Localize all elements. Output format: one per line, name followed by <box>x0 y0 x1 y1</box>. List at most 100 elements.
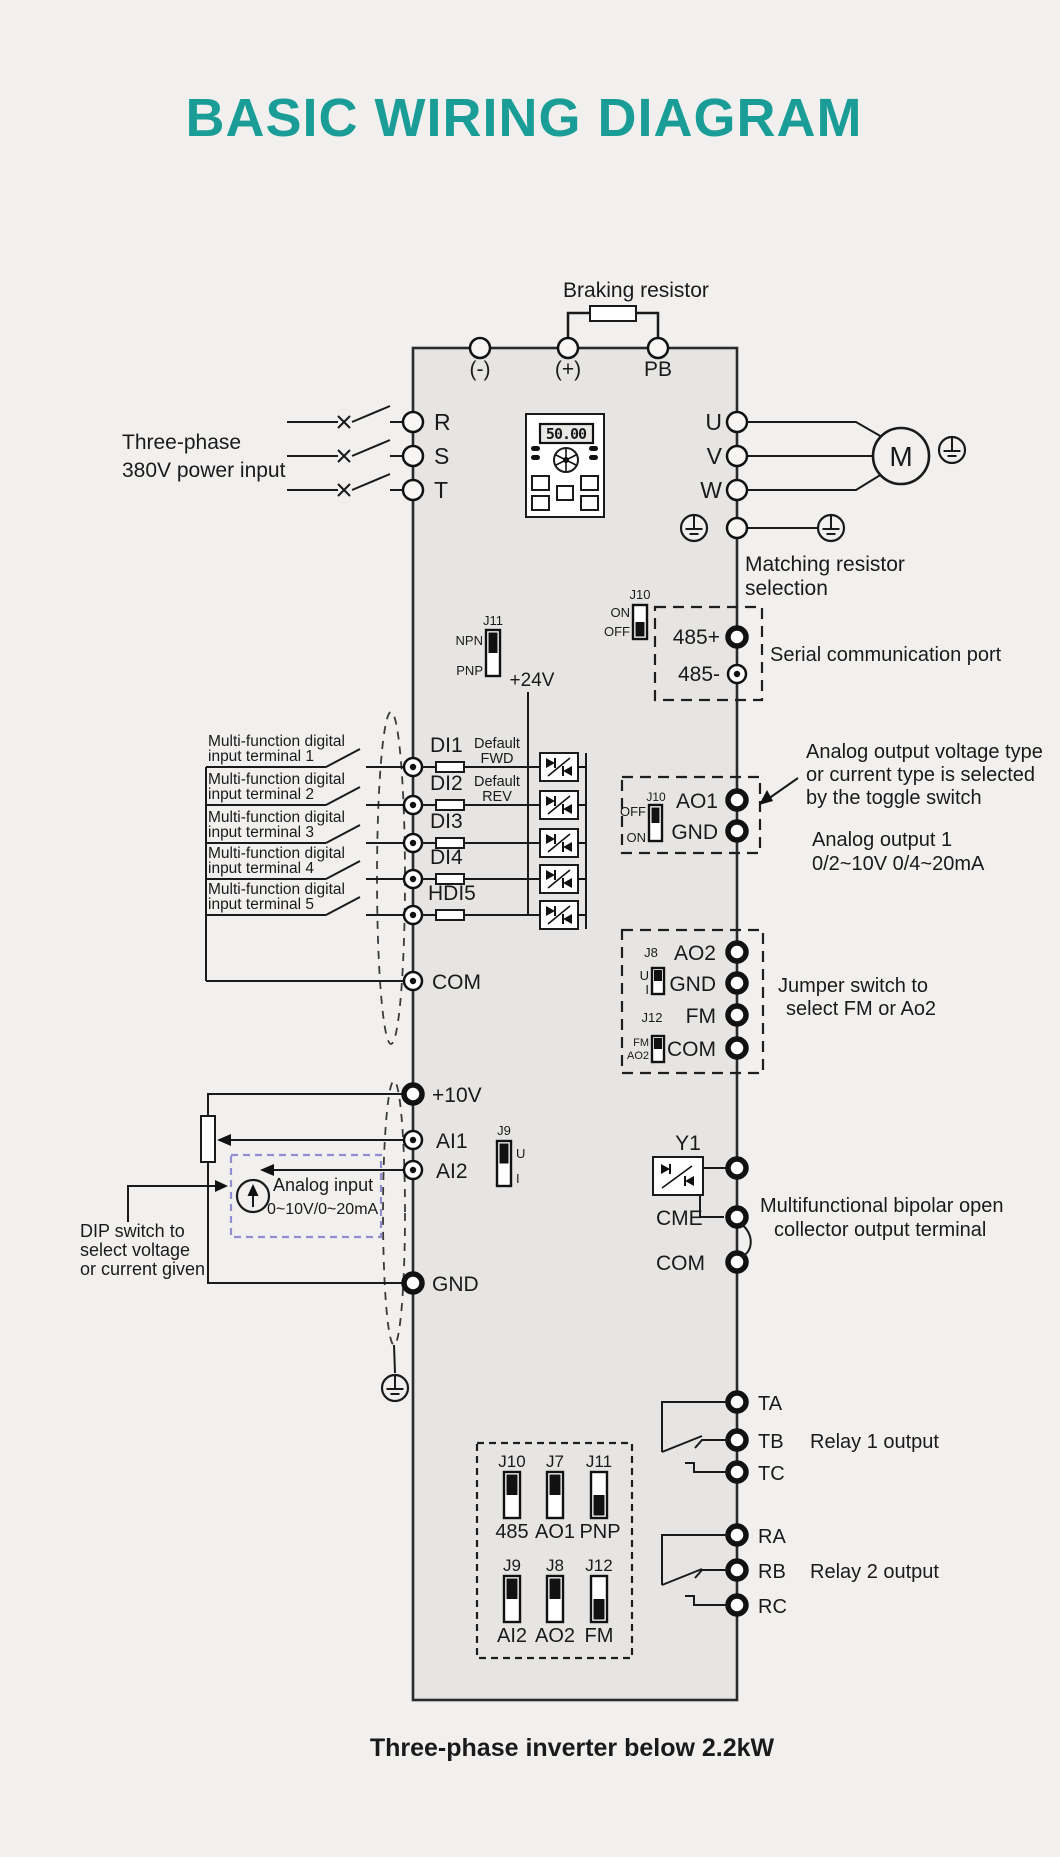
terminal-ao2-label: AO2 <box>674 942 716 965</box>
j8-i-label: I <box>645 982 649 997</box>
jumper-j10-switch <box>631 603 649 641</box>
terminal-r-label: R <box>434 409 451 435</box>
ground-icon <box>380 1373 410 1403</box>
terminal-minus <box>468 336 492 360</box>
jumper-panel: J10 485 J7 AO1 J11 PNP J9 AI2 J8 <box>475 1441 634 1660</box>
analog-input-section: +10V AI1 AI2 J9 U I Analog input 0~10V/0… <box>80 1080 525 1403</box>
open-collector-section: Y1 CME COM Multifunctional bipolar open … <box>652 1132 1004 1275</box>
terminal-pb-label: PB <box>644 358 672 381</box>
serial-port-note: Serial communication port <box>770 644 1002 666</box>
terminal-plus-label: (+) <box>555 358 581 381</box>
dip-note-2: select voltage <box>80 1240 190 1260</box>
braking-resistor-circuit: Braking resistor (-) (+) PB <box>468 279 709 381</box>
di-desc: input terminal 1 <box>208 748 314 765</box>
motor-output-section: U V W M Matching resistor selection <box>679 409 967 600</box>
page-title: BASIC WIRING DIAGRAM <box>186 88 863 148</box>
terminal-ao2-com <box>728 1039 746 1057</box>
analog-input-label-2: 0~10V/0~20mA <box>267 1201 379 1218</box>
di2-default-1: Default <box>474 774 520 790</box>
pnp-label: PNP <box>456 663 483 678</box>
ground-icon <box>679 513 709 543</box>
panel-j11-value: PNP <box>579 1521 620 1543</box>
ground-icon <box>937 435 967 465</box>
terminal-ra-label: RA <box>758 1526 786 1548</box>
terminal-oc-com-label: COM <box>656 1252 705 1275</box>
serial-port-section: J10 ON OFF 485+ 485- Serial communicatio… <box>604 587 1002 702</box>
j12-ao2-label: AO2 <box>627 1050 649 1062</box>
dip-note-3: or current given <box>80 1259 205 1279</box>
terminal-ao1-gnd <box>728 822 746 840</box>
serial-port-box <box>653 605 764 702</box>
di-desc: input terminal 2 <box>208 786 314 803</box>
power-input-section: Three-phase 380V power input R S T <box>122 405 451 503</box>
resistor-symbol <box>435 799 465 811</box>
jumper-j10b-label: J10 <box>646 790 666 804</box>
digital-input-row: Multi-function digital input terminal 4 … <box>206 845 587 894</box>
ao1-on-label: ON <box>627 830 647 845</box>
di1-default-1: Default <box>474 736 520 752</box>
terminal-pb <box>646 336 670 360</box>
terminal-tc-label: TC <box>758 1463 785 1485</box>
j12-fm-label: FM <box>633 1037 649 1049</box>
terminal-ao1-label: AO1 <box>676 790 718 813</box>
terminal-rb-label: RB <box>758 1561 786 1583</box>
terminal-minus-label: (-) <box>470 358 491 381</box>
arrow-icon <box>215 1180 228 1192</box>
di-desc: Multi-function digital <box>208 733 345 750</box>
digital-input-row: Multi-function digital input terminal 3 … <box>206 809 587 858</box>
panel-j12-switch <box>589 1574 609 1624</box>
keypad-button <box>580 495 599 511</box>
terminal-t <box>401 478 425 502</box>
jumper-j8-switch <box>650 966 666 996</box>
digital-input-row: Multi-function digital input terminal 2 … <box>206 771 587 820</box>
panel-j8-value: AO2 <box>535 1625 575 1647</box>
npn-label: NPN <box>456 633 483 648</box>
jumper-j12-label: J12 <box>642 1010 663 1025</box>
jumper-j10-on-label: ON <box>611 605 631 620</box>
input-breaker-s <box>287 439 403 463</box>
di-desc: input terminal 4 <box>208 860 314 877</box>
terminal-plus <box>556 336 580 360</box>
terminal-cme <box>728 1208 746 1226</box>
analog-output1-section: J10 OFF ON AO1 GND Analog output voltage… <box>620 741 1043 875</box>
panel-j10-name: J10 <box>498 1452 525 1471</box>
panel-j9-name: J9 <box>503 1556 521 1575</box>
ao1-spec-1: Analog output 1 <box>812 829 952 851</box>
terminal-ai2 <box>402 1159 424 1181</box>
terminal-di1 <box>402 756 424 778</box>
jumper-panel-box <box>475 1441 634 1660</box>
ao2-note-1: Jumper switch to <box>778 975 928 997</box>
ao1-spec-2: 0/2~10V 0/4~20mA <box>812 853 985 875</box>
ao2-note-2: select FM or Ao2 <box>786 998 936 1020</box>
terminal-u <box>725 410 749 434</box>
resistor-symbol <box>435 761 465 773</box>
panel-j11-switch <box>589 1470 609 1520</box>
arrow-icon <box>217 1134 231 1146</box>
panel-j8-switch <box>545 1574 565 1624</box>
power-input-label-2: 380V power input <box>122 459 286 482</box>
keypad-display-value: 50.00 <box>546 425 587 443</box>
terminal-ao2-gnd-label: GND <box>669 973 716 996</box>
di1-default-2: FWD <box>480 751 513 767</box>
resistor-symbol <box>435 837 465 849</box>
terminal-pe <box>725 516 749 540</box>
panel-j8-name: J8 <box>546 1556 564 1575</box>
terminal-fm-label: FM <box>686 1005 716 1028</box>
terminal-ao1-gnd-label: GND <box>671 821 718 844</box>
keypad-button <box>531 495 550 511</box>
terminal-10v-label: +10V <box>432 1084 482 1107</box>
terminal-ra <box>728 1526 746 1544</box>
keypad-dial <box>553 447 579 473</box>
di-desc: Multi-function digital <box>208 845 345 862</box>
terminal-w-label: W <box>700 477 722 503</box>
relay1-section: TA TB TC Relay 1 output <box>661 1393 939 1485</box>
jumper-j10-off-label: OFF <box>604 624 630 639</box>
jumper-j10-label: J10 <box>630 587 651 602</box>
resistor-symbol <box>435 909 465 921</box>
panel-j7-name: J7 <box>546 1452 564 1471</box>
logic-type-section: J11 NPN PNP +24V <box>456 613 555 915</box>
panel-j12-value: FM <box>585 1625 614 1647</box>
terminal-v <box>725 444 749 468</box>
analog-input-label-1: Analog input <box>273 1175 373 1195</box>
